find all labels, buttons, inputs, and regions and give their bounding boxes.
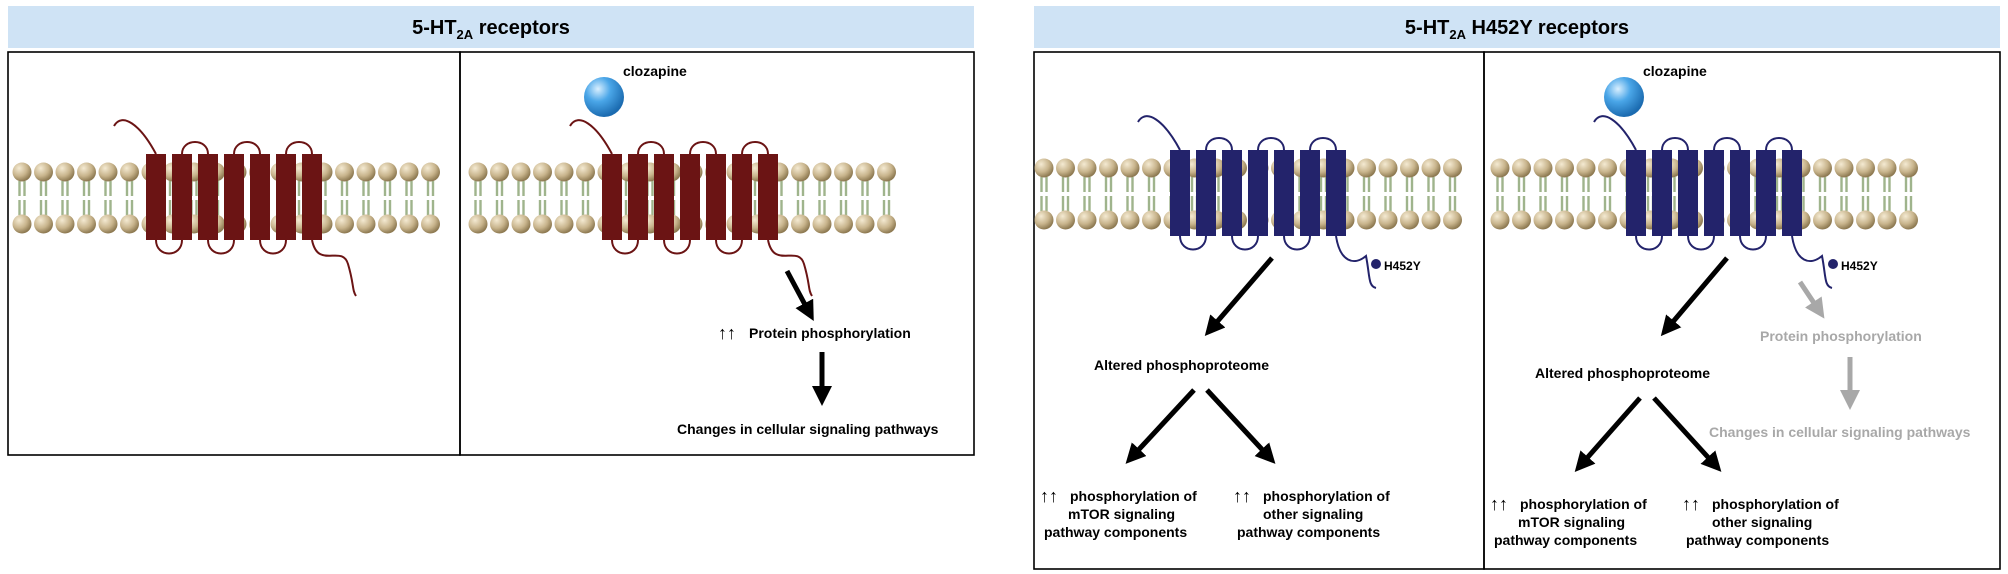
panel-1-frame [7, 51, 461, 456]
tm-helix-6 [732, 154, 752, 240]
up-arrows-left-2: ↑↑ [1490, 494, 1508, 514]
signaling-changes-label: Changes in cellular signaling pathways [677, 421, 939, 437]
receptor-wildtype-clozapine [569, 119, 813, 297]
left-group-header: 5-HT2A receptors [8, 6, 974, 48]
h452y-label: H452Y [1384, 259, 1421, 273]
tm-helix-5 [706, 154, 726, 240]
up-arrows: ↑↑ [718, 323, 736, 343]
up-arrows-right: ↑↑ [1233, 486, 1251, 506]
receptor-mutant-clozapine [1593, 115, 1833, 289]
branch-left-2-line-2: mTOR signaling [1518, 514, 1625, 530]
branch-left-line-3: pathway components [1044, 524, 1187, 540]
branch-arrow-right [1205, 388, 1276, 464]
tm-helix-6 [276, 154, 296, 240]
protein-phosphorylation-label: Protein phosphorylation [749, 325, 911, 341]
tm-helix-4 [1248, 150, 1268, 236]
tm-helix-6 [1756, 150, 1776, 236]
tm-helix-3 [198, 154, 218, 240]
faded-protein-phosphorylation-label: Protein phosphorylation [1760, 328, 1922, 344]
tm-helix-2 [628, 154, 648, 240]
faded-signaling-changes-label: Changes in cellular signaling pathways [1709, 424, 1971, 440]
signal-arrow-1 [784, 269, 814, 322]
tm-helix-1 [1170, 150, 1190, 236]
tm-helix-4 [224, 154, 244, 240]
phosphoproteome-arrow-2 [1660, 256, 1729, 337]
branch-arrow-left-2 [1574, 396, 1642, 472]
receptor-wildtype [113, 119, 357, 297]
h452y-label-2: H452Y [1841, 259, 1878, 273]
tm-helix-7 [1326, 150, 1346, 236]
tm-helix-7 [758, 154, 778, 240]
altered-phosphoproteome-label-2: Altered phosphoproteome [1535, 365, 1710, 381]
branch-left-line-2: mTOR signaling [1068, 506, 1175, 522]
phosphoproteome-arrow [1204, 256, 1274, 337]
tm-helix-6 [1300, 150, 1320, 236]
branch-left-line-1: phosphorylation of [1070, 488, 1197, 504]
right-group-header: 5-HT2A H452Y receptors [1034, 6, 2000, 48]
faded-arrow-1 [1797, 280, 1825, 319]
left-group-title: 5-HT2A receptors [412, 17, 570, 42]
tm-helix-1 [146, 154, 166, 240]
branch-right-line-3: pathway components [1237, 524, 1380, 540]
tm-helix-2 [1196, 150, 1216, 236]
branch-right-line-1: phosphorylation of [1263, 488, 1390, 504]
panel-4-frame [1483, 51, 2001, 570]
branch-arrow-left [1125, 388, 1196, 464]
branch-left-2-line-1: phosphorylation of [1520, 496, 1647, 512]
tm-helix-5 [250, 154, 270, 240]
tm-helix-7 [1782, 150, 1802, 236]
tm-helix-5 [1730, 150, 1750, 236]
clozapine-label-mutant: clozapine [1643, 63, 1707, 79]
branch-right-2-line-1: phosphorylation of [1712, 496, 1839, 512]
branch-right-line-2: other signaling [1263, 506, 1363, 522]
tm-helix-3 [1222, 150, 1242, 236]
receptor-mutant [1137, 115, 1377, 289]
h452y-site-icon-2 [1828, 259, 1838, 269]
right-group-title: 5-HT2A H452Y receptors [1405, 17, 1629, 42]
panel-2-frame [459, 51, 975, 456]
branch-right-2-line-3: pathway components [1686, 532, 1829, 548]
altered-phosphoproteome-label: Altered phosphoproteome [1094, 357, 1269, 373]
up-arrows-right-2: ↑↑ [1682, 494, 1700, 514]
tm-helix-2 [172, 154, 192, 240]
branch-left-2-line-3: pathway components [1494, 532, 1637, 548]
tm-helix-2 [1652, 150, 1672, 236]
tm-helix-1 [1626, 150, 1646, 236]
branch-arrow-right-2 [1652, 396, 1722, 472]
tm-helix-3 [1678, 150, 1698, 236]
clozapine-ligand-icon-mutant [1604, 77, 1644, 117]
tm-helix-5 [1274, 150, 1294, 236]
panel-3-content: H452Y Altered phosphoproteome ↑↑ phospho… [1040, 256, 1421, 540]
branch-right-2-line-2: other signaling [1712, 514, 1812, 530]
tm-helix-4 [680, 154, 700, 240]
tm-helix-7 [302, 154, 322, 240]
panel-2-content: clozapine ↑↑ Protein phosphorylation Cha… [584, 63, 939, 437]
tm-helix-4 [1704, 150, 1724, 236]
tm-helix-3 [654, 154, 674, 240]
clozapine-ligand-icon [584, 77, 624, 117]
tm-helix-1 [602, 154, 622, 240]
up-arrows-left: ↑↑ [1040, 486, 1058, 506]
panel-4-content: clozapine H452Y Altered phosphoproteome … [1490, 63, 1971, 548]
clozapine-label: clozapine [623, 63, 687, 79]
h452y-site-icon [1371, 259, 1381, 269]
